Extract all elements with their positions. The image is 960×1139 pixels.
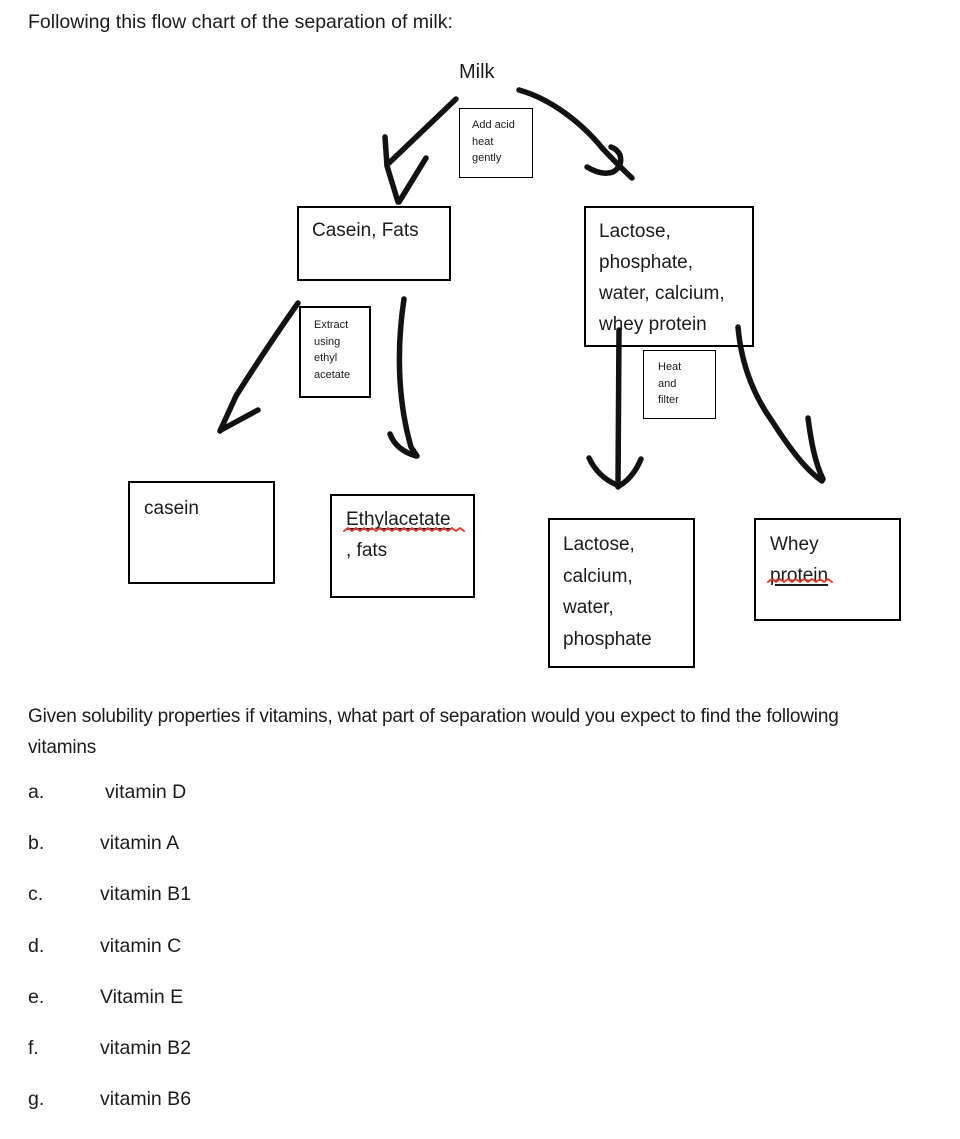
intro-text: Following this flow chart of the separat… [28,11,453,33]
arrow-milk-to-lactose [516,87,635,181]
list-label: vitamin C [100,934,182,957]
list-item-d: d. vitamin C [28,935,191,986]
edge-label-extract-ethyl-acetate: Extract using ethyl acetate [299,306,371,398]
arrow-lactose-to-lactosecalcium-barb-right [616,456,644,489]
node-lactose-phosphate-water-calcium-whey: Lactose, phosphate, water, calcium, whey… [584,206,754,347]
arrow-caseinfats-to-casein [217,300,301,434]
list-item-e: e. Vitamin E [28,986,191,1037]
node-milk-label: Milk [459,61,495,83]
arrow-lactose-to-whey [735,324,825,484]
node-ethylacetate-fats: Ethylacetate , fats [330,494,475,598]
list-letter: d. [28,934,45,957]
question-line-1: Given solubility properties if vitamins,… [28,706,839,727]
list-label: Vitamin E [100,985,184,1008]
list-label: vitamin B1 [100,883,192,906]
node-casein: casein [128,481,275,584]
list-label: vitamin A [100,832,180,855]
list-letter: c. [28,883,44,906]
list-label: vitamin D [105,781,187,803]
list-letter: g. [28,1088,45,1111]
list-item-f: f. vitamin B2 [28,1037,191,1088]
node-casein-fats: Casein, Fats [297,206,451,281]
arrow-milk-to-casein-fats-head [382,134,401,205]
arrow-lactose-to-whey-arm [805,415,826,482]
arrow-milk-to-casein-fats-barb [396,155,429,205]
edge-label-heat-and-filter: Heat and filter [643,350,716,419]
arrow-lactose-to-lactosecalcium [615,327,622,490]
list-item-b: b. vitamin A [28,832,191,883]
question-text: Given solubility properties if vitamins,… [28,701,839,763]
edge-label-add-acid: Add acid heat gently [459,108,533,178]
list-letter: e. [28,985,45,1008]
list-letter: b. [28,832,45,855]
list-item-a: a. vitamin D [28,781,191,832]
node-whey-protein: Whey protein [754,518,901,621]
list-item-g: g. vitamin B6 [28,1088,191,1139]
list-item-c: c. vitamin B1 [28,883,191,934]
arrow-caseinfats-to-casein-barb [218,407,261,433]
arrow-caseinfats-to-ethylacetate-barb [387,431,419,459]
node-lactose-calcium-water-phosphate: Lactose, calcium, water, phosphate [548,518,695,668]
vitamin-list: a. vitamin D b. vitamin A c. vitamin B1 … [28,781,191,1139]
question-line-2: vitamins [28,737,97,758]
arrow-lactose-to-lactosecalcium-barb-left [586,455,620,488]
list-label: vitamin B6 [100,1088,192,1111]
list-letter: a. [28,781,45,803]
arrow-caseinfats-to-ethylacetate [396,296,420,459]
list-letter: f. [28,1036,39,1059]
arrow-milk-to-lactose-head [584,144,624,176]
list-label: vitamin B2 [100,1036,192,1059]
arrow-milk-to-casein-fats [386,96,459,166]
